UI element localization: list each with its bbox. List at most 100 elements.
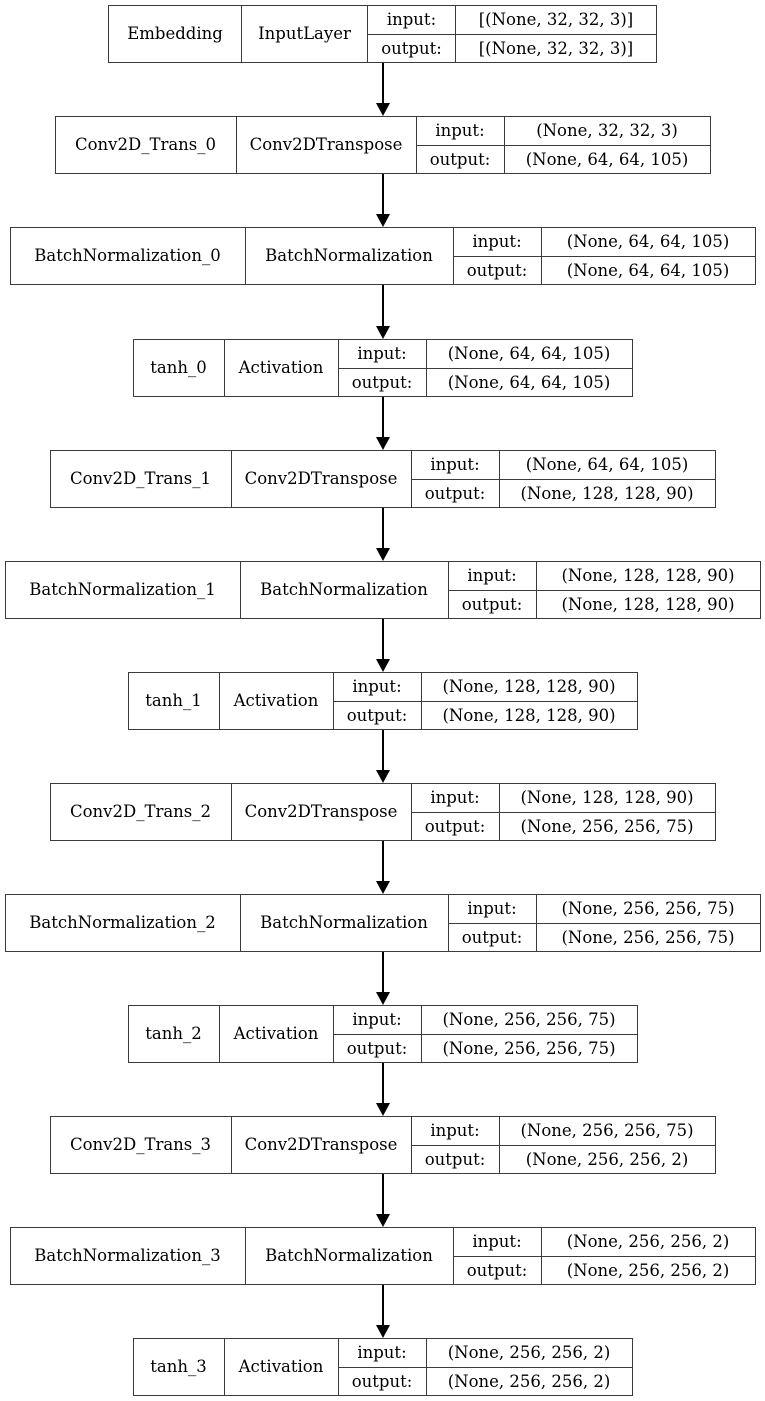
layer-output-row: output: (None, 128, 128, 90) <box>412 479 715 507</box>
layer-io-table: input:(None, 32, 32, 3)output:(None, 64,… <box>416 117 710 173</box>
input-label: input: <box>334 1006 422 1034</box>
arrow-shaft <box>382 619 384 661</box>
arrow-head-icon <box>376 992 390 1005</box>
layer-name: BatchNormalization_0 <box>11 228 246 284</box>
input-label: input: <box>412 1117 500 1145</box>
layer-name: BatchNormalization_2 <box>6 895 241 951</box>
output-shape-value: (None, 64, 64, 105) <box>447 372 611 392</box>
edge-arrow <box>373 730 393 783</box>
input-label: input: <box>334 673 422 701</box>
output-shape-value: (None, 128, 128, 90) <box>442 705 616 725</box>
layer-type: BatchNormalization <box>246 1228 454 1284</box>
arrow-head-icon <box>376 1214 390 1227</box>
arrow-head-icon <box>376 1103 390 1116</box>
input-shape-value: (None, 256, 256, 2) <box>566 1232 730 1252</box>
input-shape-value: (None, 256, 256, 75) <box>442 1010 616 1030</box>
arrow-head-icon <box>376 548 390 561</box>
output-label: output: <box>454 1256 542 1284</box>
layer-input-row: input:(None, 64, 64, 105) <box>453 228 755 257</box>
layer-input-row: input:(None, 64, 64, 105) <box>411 451 715 480</box>
input-label: input: <box>368 6 456 34</box>
arrow-shaft <box>382 285 384 328</box>
edge-arrow <box>373 63 393 116</box>
output-shape-value: (None, 256, 256, 75) <box>442 1038 616 1058</box>
layer-input-row: input: (None, 256, 256, 75) <box>411 1117 715 1146</box>
layer-io-table: input:(None, 128, 128, 90)output:(None, … <box>448 562 760 618</box>
layer-output-row: output:(None, 256, 256, 2) <box>454 1256 755 1284</box>
arrow-shaft <box>382 174 384 216</box>
arrow-head-icon <box>376 103 390 116</box>
arrow-shaft <box>382 397 384 439</box>
input-shape-value: (None, 32, 32, 3) <box>536 121 678 141</box>
input-label: input: <box>449 895 537 923</box>
layer-name: BatchNormalization_1 <box>6 562 241 618</box>
output-label: output: <box>339 1367 427 1395</box>
layer-type: Activation <box>220 673 334 729</box>
arrow-shaft <box>382 1063 384 1105</box>
arrow-shaft <box>382 730 384 772</box>
layer-output-row: output: (None, 64, 64, 105) <box>454 256 755 284</box>
layer-type: Activation <box>220 1006 334 1062</box>
output-shape-value: (None, 64, 64, 105) <box>566 260 730 280</box>
layer-input-row: input:(None, 256, 256, 75) <box>448 895 760 924</box>
layer-output-row: output:[(None, 32, 32, 3)] <box>368 34 656 62</box>
layer-input-row: input:(None, 32, 32, 3) <box>416 117 710 146</box>
arrow-head-icon <box>376 437 390 450</box>
layer-io-table: input:(None, 128, 128, 90)output:(None, … <box>333 673 637 729</box>
layer-io-table: input:(None, 128, 128, 90)output:(None, … <box>411 784 715 840</box>
edge-arrow <box>373 508 393 561</box>
output-label: output: <box>454 256 542 284</box>
layer-type: Conv2DTranspose <box>232 1117 412 1173</box>
layer-io-table: input:[(None, 32, 32, 3)]output:[(None, … <box>368 6 656 62</box>
layer-io-table: input:(None, 256, 256, 2)output:(None, 2… <box>453 1228 755 1284</box>
output-label: output: <box>417 145 505 173</box>
output-shape-value: (None, 128, 128, 90) <box>520 483 694 503</box>
layer-input-row: input:(None, 128, 128, 90) <box>411 784 715 813</box>
layer-output-row: output:(None, 256, 256, 75) <box>449 923 760 951</box>
layer-name: tanh_0 <box>134 340 225 396</box>
layer-type: Conv2DTranspose <box>232 451 412 507</box>
arrow-head-icon <box>376 659 390 672</box>
output-label: output: <box>368 34 456 62</box>
input-label: input: <box>412 784 500 812</box>
output-label: output: <box>412 1145 500 1173</box>
output-label: output: <box>339 368 427 396</box>
layer-io-table: input:(None, 64, 64, 105)output:(None, 6… <box>338 340 632 396</box>
layer-input-row: input:(None, 256, 256, 2) <box>453 1228 755 1257</box>
layer-type: BatchNormalization <box>241 895 449 951</box>
edge-arrow <box>373 397 393 450</box>
layer-input-row: input:(None, 128, 128, 90) <box>333 673 637 702</box>
layer-io-table: input:(None, 64, 64, 105)output: (None, 1… <box>411 451 715 507</box>
layer-output-row: output:(None, 256, 256, 75) <box>334 1034 637 1062</box>
output-label: output: <box>412 479 500 507</box>
edge-arrow <box>373 952 393 1005</box>
layer-io-table: input: (None, 256, 256, 75)output: (None, … <box>411 1117 715 1173</box>
input-shape-value: (None, 64, 64, 105) <box>566 232 730 252</box>
layer-io-table: input:(None, 256, 256, 75)output:(None, … <box>448 895 760 951</box>
layer-output-row: output:(None, 128, 128, 90) <box>449 590 760 618</box>
output-shape-value: (None, 256, 256, 2) <box>447 1371 611 1391</box>
input-label: input: <box>339 1339 427 1367</box>
input-shape-value: (None, 256, 256, 75) <box>520 1121 694 1141</box>
